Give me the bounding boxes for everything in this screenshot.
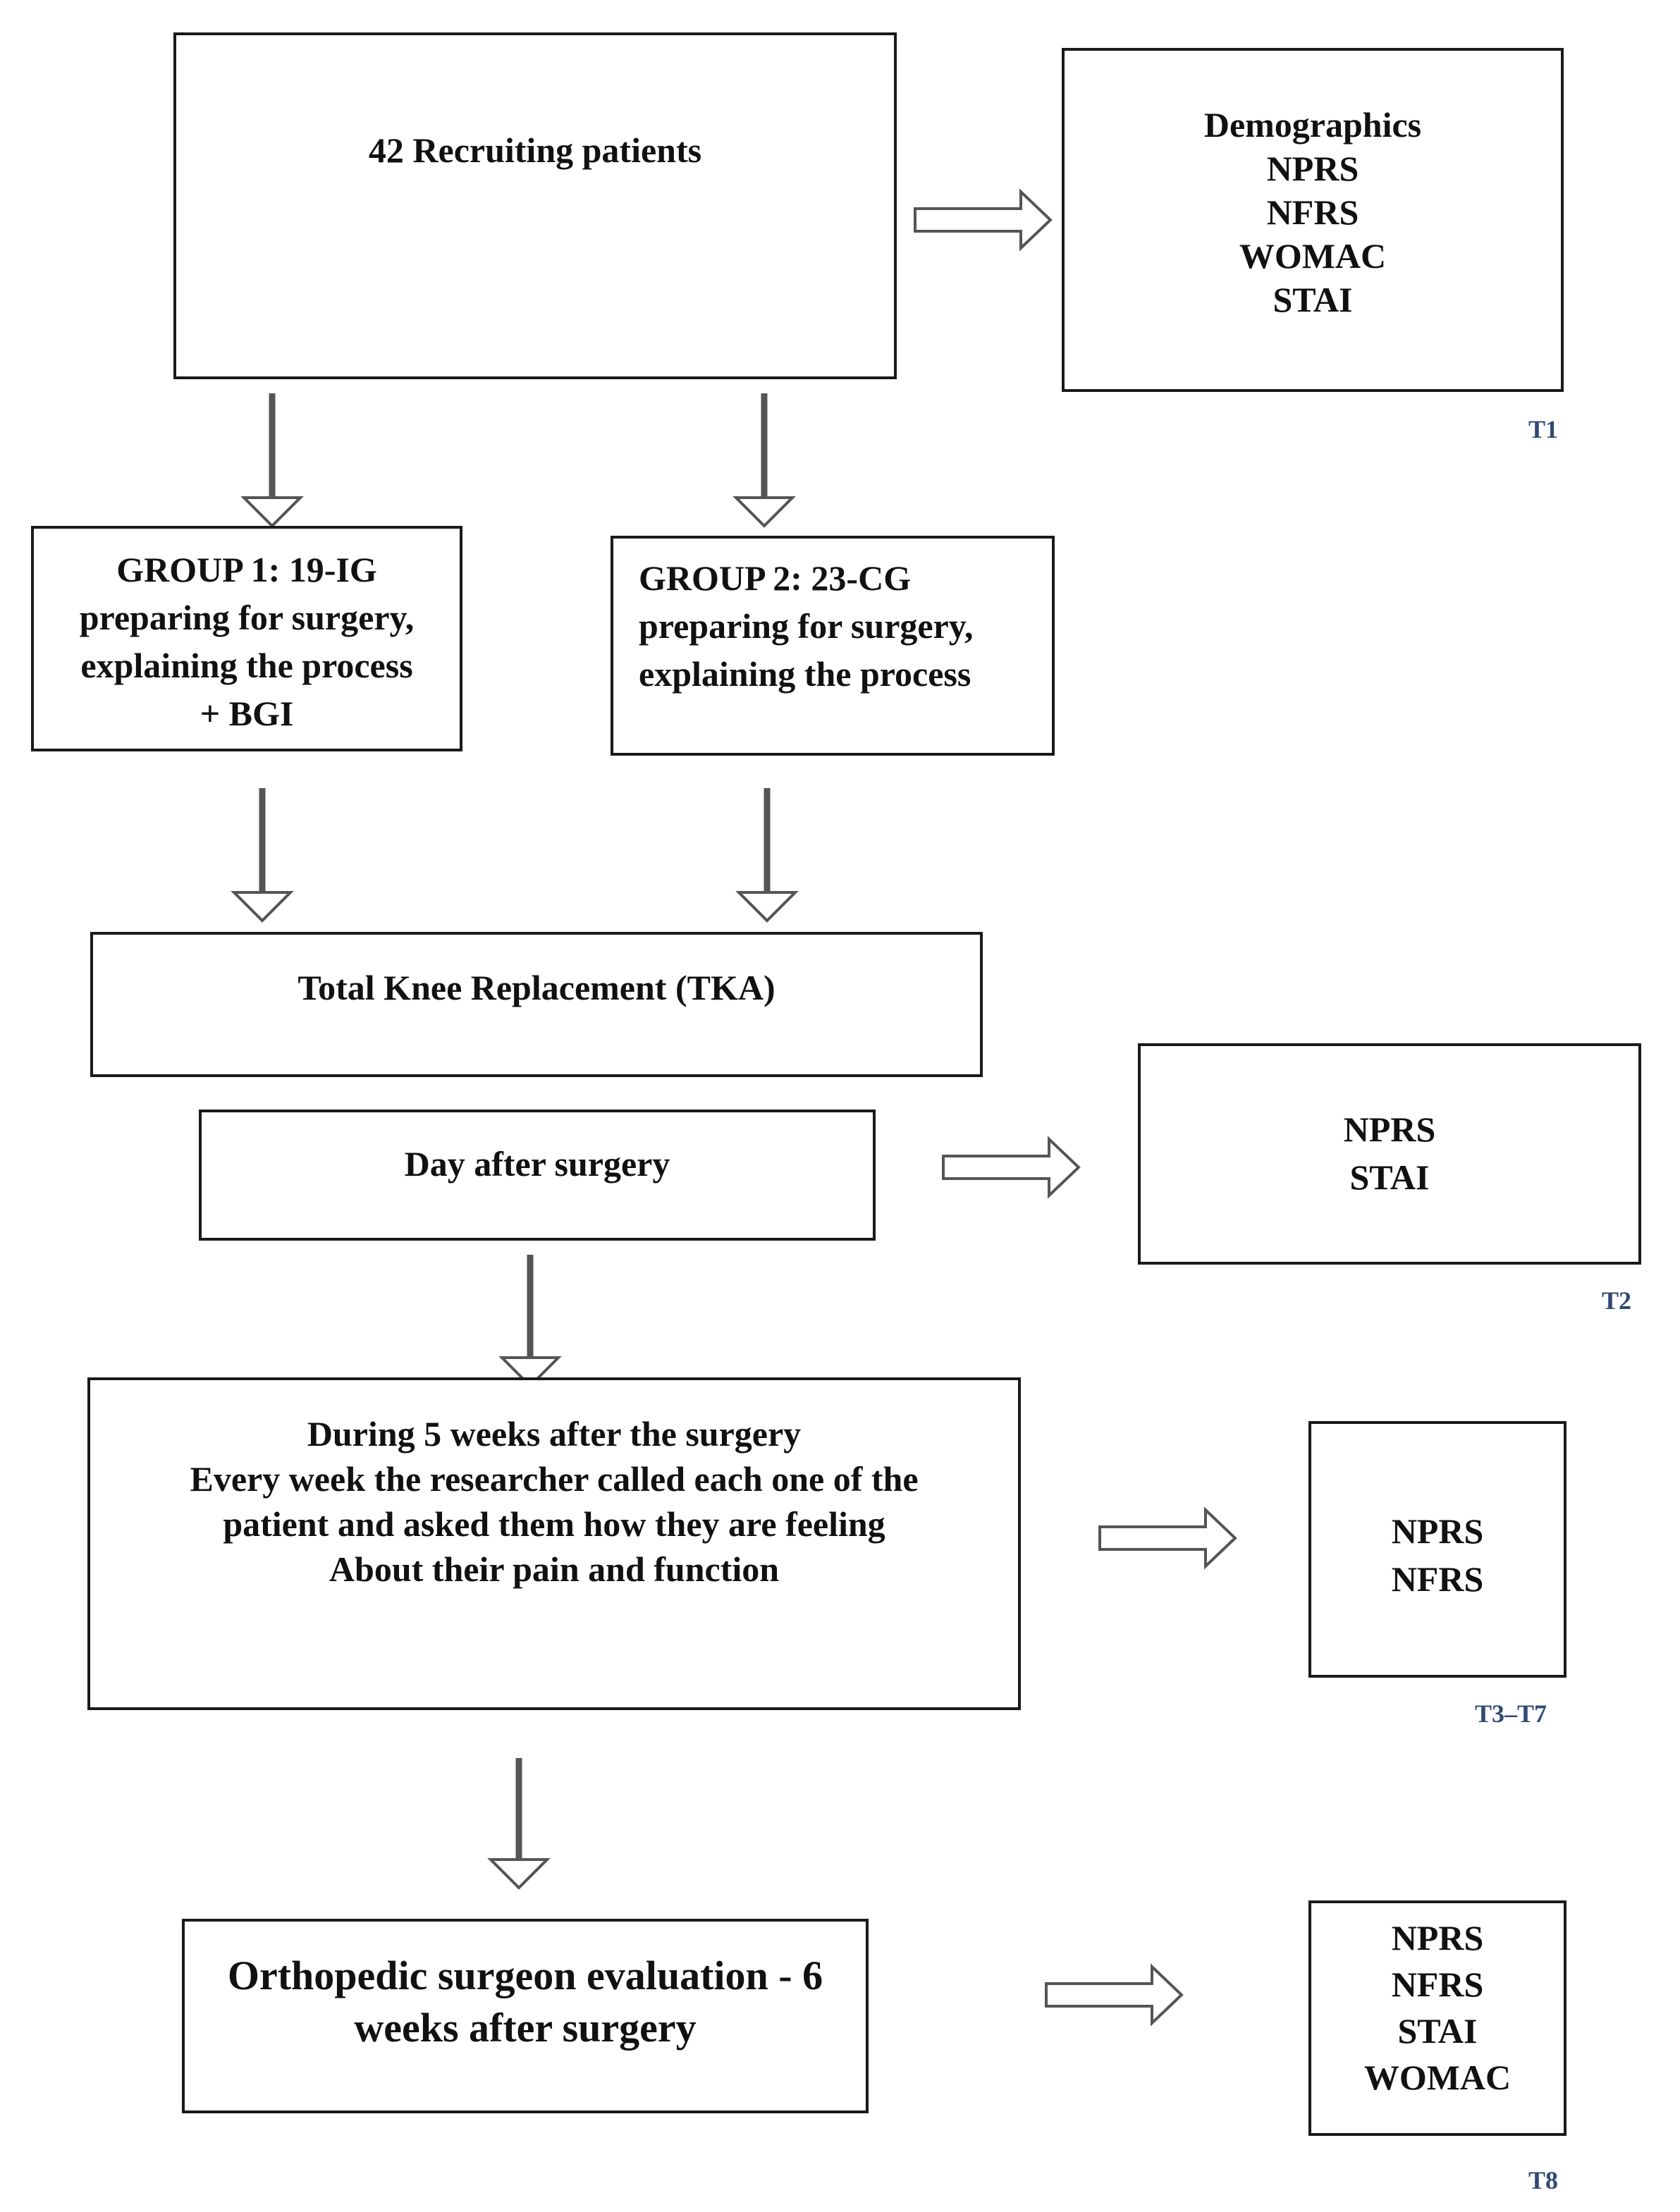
baseline-measures-box: Demographics NPRS NFRS WOMAC STAI — [1062, 48, 1564, 392]
five-weeks-measure-1: NPRS — [1391, 1511, 1484, 1551]
arrow-group2-to-tka-head — [735, 891, 799, 923]
baseline-line-5: STAI — [1273, 280, 1353, 319]
group1-line-2: preparing for surgery, — [79, 598, 415, 637]
five-weeks-line-3: patient and asked them how they are feel… — [223, 1504, 885, 1544]
arrow-group1-to-tka-head — [231, 891, 294, 923]
day-after-measure-1: NPRS — [1343, 1110, 1436, 1149]
timepoint-t2: T2 — [1602, 1286, 1632, 1315]
day-after-box: Day after surgery — [199, 1110, 876, 1241]
arrow-recruit-to-group2-head — [732, 496, 796, 528]
arrow-fiveweeks-to-measures — [1098, 1506, 1237, 1570]
final-measures-box: NPRS NFRS STAI WOMAC — [1308, 1900, 1566, 2136]
final-measure-1: NPRS — [1391, 1918, 1484, 1958]
baseline-line-2: NPRS — [1266, 149, 1359, 188]
baseline-line-4: WOMAC — [1239, 236, 1387, 276]
group2-box: GROUP 2: 23-CG preparing for surgery, ex… — [611, 536, 1055, 756]
five-weeks-line-1: During 5 weeks after the surgery — [307, 1414, 802, 1454]
final-measure-3: STAI — [1397, 2011, 1478, 2051]
final-measure-2: NFRS — [1391, 1965, 1484, 2004]
group1-box: GROUP 1: 19-IG preparing for surgery, ex… — [31, 526, 462, 751]
recruit-text: 42 Recruiting patients — [368, 130, 702, 170]
five-weeks-line-2: Every week the researcher called each on… — [190, 1459, 919, 1499]
day-after-text: Day after surgery — [404, 1144, 670, 1184]
five-weeks-box: During 5 weeks after the surgery Every w… — [87, 1377, 1021, 1710]
group1-line-4: + BGI — [200, 694, 294, 733]
tka-text: Total Knee Replacement (TKA) — [298, 968, 775, 1007]
baseline-line-1: Demographics — [1203, 105, 1422, 145]
five-weeks-measure-2: NFRS — [1391, 1559, 1484, 1599]
final-measure-4: WOMAC — [1363, 2058, 1512, 2097]
timepoint-t8: T8 — [1528, 2166, 1559, 2194]
recruit-box: 42 Recruiting patients — [173, 32, 897, 379]
arrow-dayafter-to-measures — [942, 1136, 1081, 1199]
timepoint-t1: T1 — [1528, 415, 1559, 443]
group2-line-2: preparing for surgery, — [639, 606, 974, 646]
baseline-line-3: NFRS — [1266, 192, 1359, 232]
arrow-fiveweeks-to-ortho-head — [487, 1858, 551, 1890]
group1-line-3: explaining the process — [80, 646, 413, 685]
arrow-dayafter-to-fiveweeks-head — [498, 1356, 562, 1388]
day-after-measures-box: NPRS STAI — [1138, 1043, 1641, 1265]
ortho-line-2: weeks after surgery — [354, 2005, 697, 2051]
arrow-recruit-to-group1-head — [240, 496, 304, 528]
group2-line-3: explaining the process — [639, 654, 971, 694]
arrow-recruit-to-baseline — [914, 188, 1053, 252]
arrow-ortho-to-measures — [1045, 1963, 1184, 2027]
ortho-box: Orthopedic surgeon evaluation - 6 weeks … — [182, 1919, 869, 2113]
timepoint-t3-t7: T3–T7 — [1475, 1700, 1547, 1728]
five-weeks-line-4: About their pain and function — [329, 1549, 780, 1589]
group1-line-1: GROUP 1: 19-IG — [116, 550, 377, 589]
group2-line-1: GROUP 2: 23-CG — [639, 558, 912, 598]
day-after-measure-2: STAI — [1349, 1157, 1430, 1197]
tka-box: Total Knee Replacement (TKA) — [90, 932, 983, 1077]
five-weeks-measures-box: NPRS NFRS — [1308, 1421, 1566, 1678]
ortho-line-1: Orthopedic surgeon evaluation - 6 — [227, 1953, 823, 1998]
